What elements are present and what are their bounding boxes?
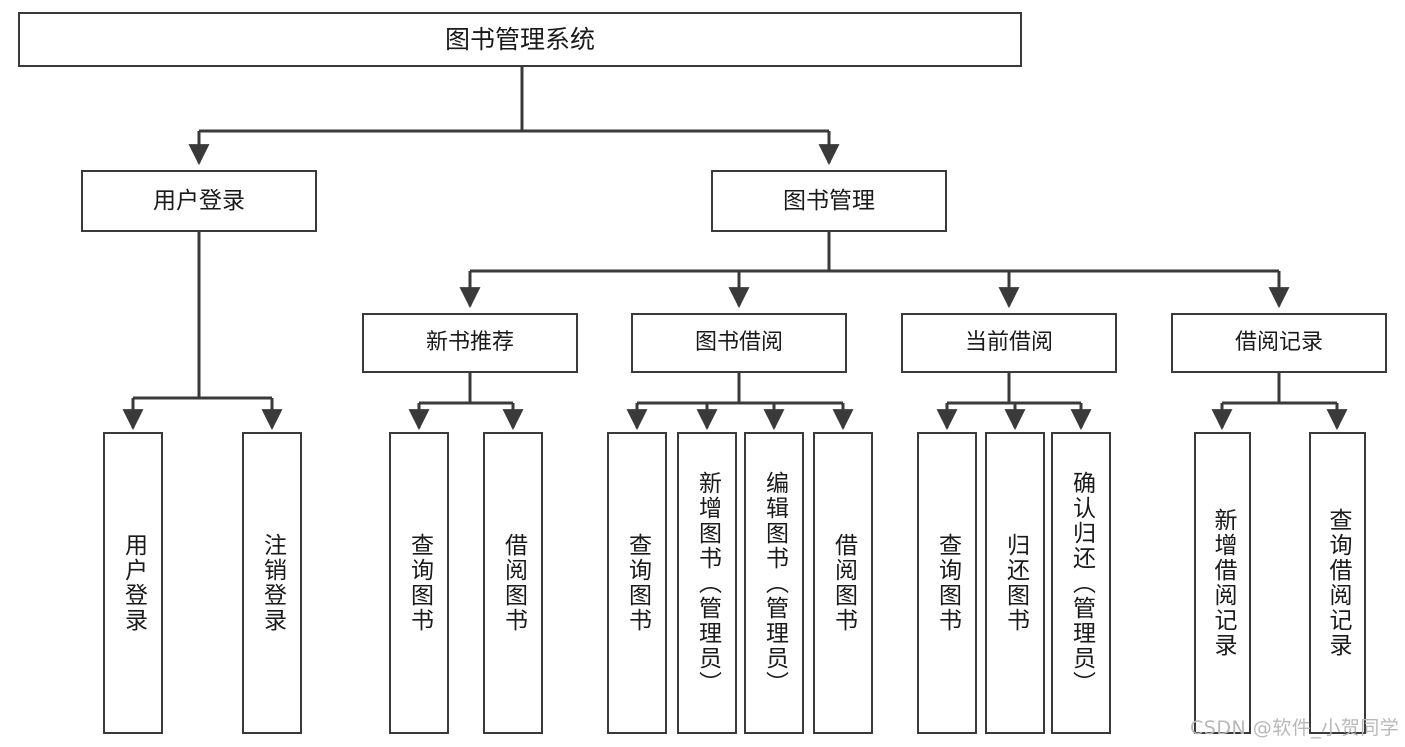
node-leaf-logout[interactable]: 注销登录 (242, 432, 302, 734)
node-borrow-record[interactable]: 借阅记录 (1171, 313, 1387, 373)
node-leaf-query-book-borrow[interactable]: 查询图书 (607, 432, 667, 734)
node-leaf-query-book-recommend-label: 查询图书 (406, 533, 433, 633)
node-current-borrow[interactable]: 当前借阅 (901, 313, 1117, 373)
node-leaf-edit-book-admin-label: 编辑图书（管理员） (761, 470, 788, 696)
node-leaf-query-book-borrow-label: 查询图书 (624, 533, 651, 633)
watermark: CSDN @软件_小贺同学 (1190, 713, 1399, 740)
node-book-borrow-label: 图书借阅 (694, 330, 783, 356)
node-leaf-confirm-return-admin[interactable]: 确认归还（管理员） (1051, 432, 1111, 734)
node-current-borrow-label: 当前借阅 (964, 330, 1053, 356)
node-borrow-record-label: 借阅记录 (1234, 330, 1323, 356)
node-root[interactable]: 图书管理系统 (18, 12, 1022, 67)
node-leaf-user-login-label: 用户登录 (120, 533, 147, 633)
node-leaf-query-book-recommend[interactable]: 查询图书 (389, 432, 449, 734)
node-leaf-add-book-admin[interactable]: 新增图书（管理员） (677, 432, 737, 734)
node-leaf-borrow-book[interactable]: 借阅图书 (813, 432, 873, 734)
node-user-login[interactable]: 用户登录 (81, 170, 317, 232)
node-leaf-query-book-current[interactable]: 查询图书 (917, 432, 977, 734)
node-leaf-query-book-current-label: 查询图书 (934, 533, 961, 633)
node-leaf-add-book-admin-label: 新增图书（管理员） (694, 470, 721, 696)
node-leaf-borrow-book-label: 借阅图书 (830, 533, 857, 633)
node-book-management-label: 图书管理 (783, 187, 875, 214)
node-leaf-borrow-book-recommend-label: 借阅图书 (500, 533, 527, 633)
node-leaf-confirm-return-admin-label: 确认归还（管理员） (1068, 470, 1095, 696)
node-book-management[interactable]: 图书管理 (711, 170, 947, 232)
node-new-book-recommend-label: 新书推荐 (425, 330, 514, 356)
node-leaf-logout-label: 注销登录 (259, 533, 286, 633)
node-leaf-return-book[interactable]: 归还图书 (985, 432, 1045, 734)
node-leaf-add-borrow-record[interactable]: 新增借阅记录 (1194, 432, 1251, 734)
watermark-text: CSDN @软件_小贺同学 (1190, 717, 1400, 739)
node-new-book-recommend[interactable]: 新书推荐 (362, 313, 578, 373)
node-leaf-edit-book-admin[interactable]: 编辑图书（管理员） (744, 432, 804, 734)
node-leaf-query-borrow-record-label: 查询借阅记录 (1325, 508, 1351, 658)
node-leaf-return-book-label: 归还图书 (1002, 533, 1029, 633)
node-leaf-add-borrow-record-label: 新增借阅记录 (1210, 508, 1236, 658)
node-leaf-user-login[interactable]: 用户登录 (103, 432, 163, 734)
node-leaf-query-borrow-record[interactable]: 查询借阅记录 (1309, 432, 1366, 734)
node-user-login-label: 用户登录 (153, 187, 245, 214)
node-book-borrow[interactable]: 图书借阅 (631, 313, 847, 373)
node-root-label: 图书管理系统 (444, 24, 595, 54)
node-leaf-borrow-book-recommend[interactable]: 借阅图书 (483, 432, 543, 734)
